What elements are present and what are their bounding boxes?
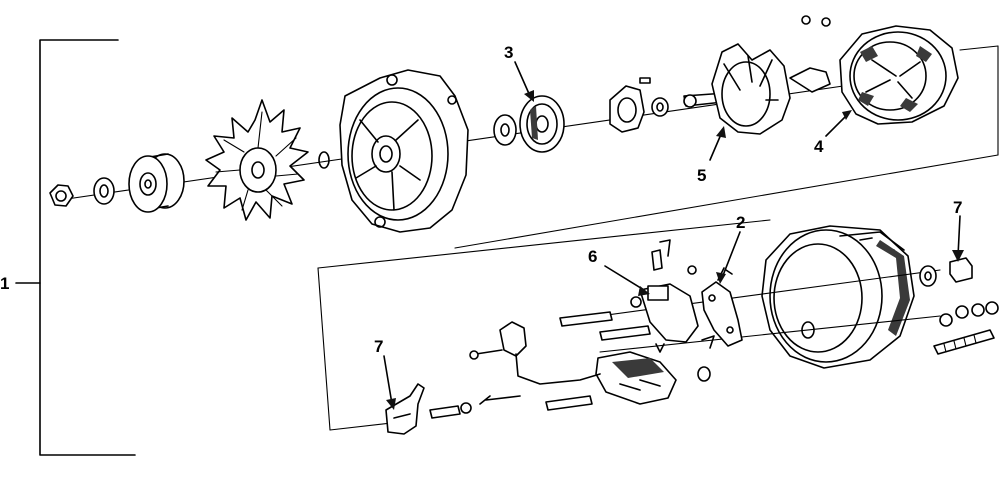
arrowheads — [386, 90, 964, 410]
callout-2: 2 — [736, 213, 745, 232]
assembly-bracket — [15, 39, 136, 456]
drive-end-housing — [339, 69, 469, 233]
voltage-regulator — [595, 351, 711, 405]
stator-housing — [761, 225, 915, 369]
callout-7-left: 7 — [374, 337, 383, 356]
callout-6: 6 — [588, 247, 597, 266]
wiring-harness — [469, 321, 601, 411]
through-bolt — [933, 329, 995, 355]
brush-holder — [630, 239, 699, 343]
callout-1: 1 — [0, 274, 9, 293]
terminal-cap — [919, 257, 973, 287]
cooling-fan — [205, 99, 309, 221]
bearing-washer — [493, 114, 517, 146]
leader-lines — [383, 61, 961, 405]
bearing-retainer-plate — [609, 85, 645, 133]
lower-frame — [317, 219, 771, 431]
shaft-washer — [93, 177, 115, 205]
rotor — [683, 15, 831, 135]
lower-shaft-axis — [569, 269, 941, 321]
pulley — [128, 153, 185, 213]
terminal-bracket — [385, 383, 472, 435]
upper-frame — [454, 45, 999, 249]
callout-3: 3 — [504, 43, 513, 62]
terminal-nuts — [939, 301, 999, 327]
callout-5: 5 — [697, 166, 706, 185]
slip-ring-end-housing — [839, 25, 959, 125]
retainer-screw — [639, 77, 669, 117]
mounting-bolts — [559, 311, 715, 353]
callout-4: 4 — [814, 137, 824, 156]
spacer-ring — [318, 151, 330, 169]
callout-7-right: 7 — [953, 198, 962, 217]
front-bearing — [519, 95, 565, 153]
shaft-nut — [49, 184, 74, 207]
